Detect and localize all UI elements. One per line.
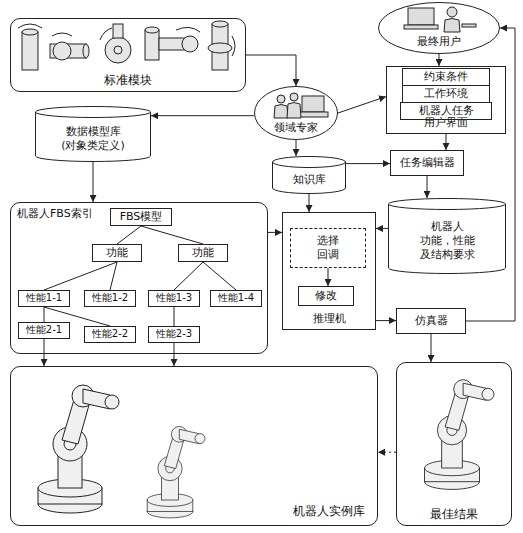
- process-box: 性能1-1: [18, 290, 70, 307]
- node-label: 标准模块: [104, 73, 152, 88]
- arrow-connector: [309, 194, 310, 212]
- arrow-connector: [446, 134, 447, 150]
- process-box: 机器人任务: [400, 102, 492, 120]
- node-label: 机器人实例库: [293, 504, 365, 519]
- node-label: 性能1-3: [156, 292, 192, 305]
- rounded-region: 标准模块: [10, 18, 246, 92]
- process-box: 仿真器: [396, 308, 466, 334]
- process-box: 功能: [178, 244, 228, 262]
- process-box: 功能: [92, 244, 142, 262]
- node-label: FBS模型: [120, 210, 163, 224]
- node-label: 用户界面: [424, 116, 468, 130]
- node-label: 功能: [192, 246, 214, 260]
- standard-modules: [18, 21, 235, 70]
- process-box: 推理机 选择 回调修改: [282, 212, 376, 330]
- arrow-connector: [376, 320, 396, 321]
- node-label: 最终用户: [417, 35, 461, 49]
- tree-line: [203, 262, 236, 290]
- tree-line: [174, 262, 203, 290]
- process-box: 修改: [298, 286, 354, 306]
- arrow-connector: [268, 232, 282, 233]
- process-box: 约束条件: [402, 68, 490, 86]
- rounded-region: 机器人FBS索引 FBS模型功能 功能性能1-1 性能1-2 性能1-3 性能1-4 性能2…: [10, 202, 268, 354]
- cylinder-store: 知识库: [272, 156, 346, 194]
- rounded-region: 最佳结果: [396, 362, 512, 526]
- tree-line: [174, 307, 175, 326]
- node-label: 仿真器: [415, 314, 448, 328]
- tree-line: [141, 226, 203, 244]
- arrow-connector: [427, 176, 428, 198]
- node-label: 性能1-1: [26, 292, 62, 305]
- process-box: 任务编辑器: [390, 150, 464, 176]
- arrow-connector: [246, 55, 296, 86]
- process-box: 性能2-2: [84, 326, 136, 343]
- process-box: FBS模型: [110, 208, 172, 226]
- tree-line: [44, 262, 117, 290]
- cylinder-store: 机器人 功能，性能 及结构要求: [388, 198, 506, 274]
- process-box: 性能2-1: [18, 322, 70, 339]
- arrow-connector: [346, 163, 390, 164]
- robot-figure: [38, 380, 494, 518]
- node-label: 性能1-2: [92, 292, 128, 305]
- dashed-box: 选择 回调: [290, 228, 366, 268]
- node-label: 性能1-4: [218, 292, 254, 305]
- arrow-connector: [328, 268, 329, 286]
- node-label: 性能2-1: [26, 324, 62, 337]
- node-label: 最佳结果: [430, 507, 478, 522]
- tree-line: [44, 307, 45, 322]
- arrow-connector: [378, 452, 396, 453]
- expert-icon: [274, 93, 328, 118]
- process-box: 用户界面 约束条件工作环境机器人任务: [386, 66, 506, 134]
- node-label: 选择 回调: [315, 234, 341, 262]
- node-label: 工作环境: [424, 87, 468, 101]
- ellipse-node: 领域专家: [254, 86, 338, 140]
- process-box: 性能2-3: [148, 326, 200, 343]
- arrow-connector: [174, 343, 175, 366]
- node-label: 数据模型库 (对象类定义): [57, 125, 130, 153]
- cylinder-store: 数据模型库 (对象类定义): [35, 106, 151, 162]
- process-box: 工作环境: [402, 85, 490, 103]
- node-label: 领域专家: [274, 121, 318, 135]
- user-icon: [404, 7, 476, 32]
- arrow-connector: [439, 54, 440, 66]
- arrow-connector: [93, 162, 94, 202]
- node-label: 功能: [106, 246, 128, 260]
- arrow-connector: [44, 339, 45, 366]
- node-label: 约束条件: [424, 70, 468, 84]
- node-label: 机器人任务: [419, 104, 474, 118]
- arrow-connector: [151, 115, 254, 116]
- arrow-connector: [431, 334, 432, 362]
- rounded-region: 机器人实例库: [10, 366, 378, 526]
- node-label: 修改: [315, 289, 337, 303]
- process-box: 性能1-4: [210, 290, 262, 307]
- node-label: 机器人 功能，性能 及结构要求: [416, 220, 478, 261]
- tree-line: [44, 307, 110, 326]
- arrow-connector: [296, 140, 297, 156]
- node-label: 任务编辑器: [400, 156, 455, 170]
- arrow-connector: [338, 97, 386, 113]
- arrow-connector: [376, 228, 388, 229]
- node-label: 推理机: [313, 312, 346, 326]
- process-box: 性能1-3: [148, 290, 200, 307]
- node-label: 性能2-2: [92, 328, 128, 341]
- tree-line: [110, 262, 117, 290]
- node-label: 机器人FBS索引: [17, 207, 93, 221]
- ellipse-node: 最终用户: [378, 2, 500, 54]
- tree-line: [117, 226, 141, 244]
- process-box: 性能1-2: [84, 290, 136, 307]
- node-label: 性能2-3: [156, 328, 192, 341]
- node-label: 知识库: [293, 173, 326, 187]
- arrow-connector: [466, 28, 515, 321]
